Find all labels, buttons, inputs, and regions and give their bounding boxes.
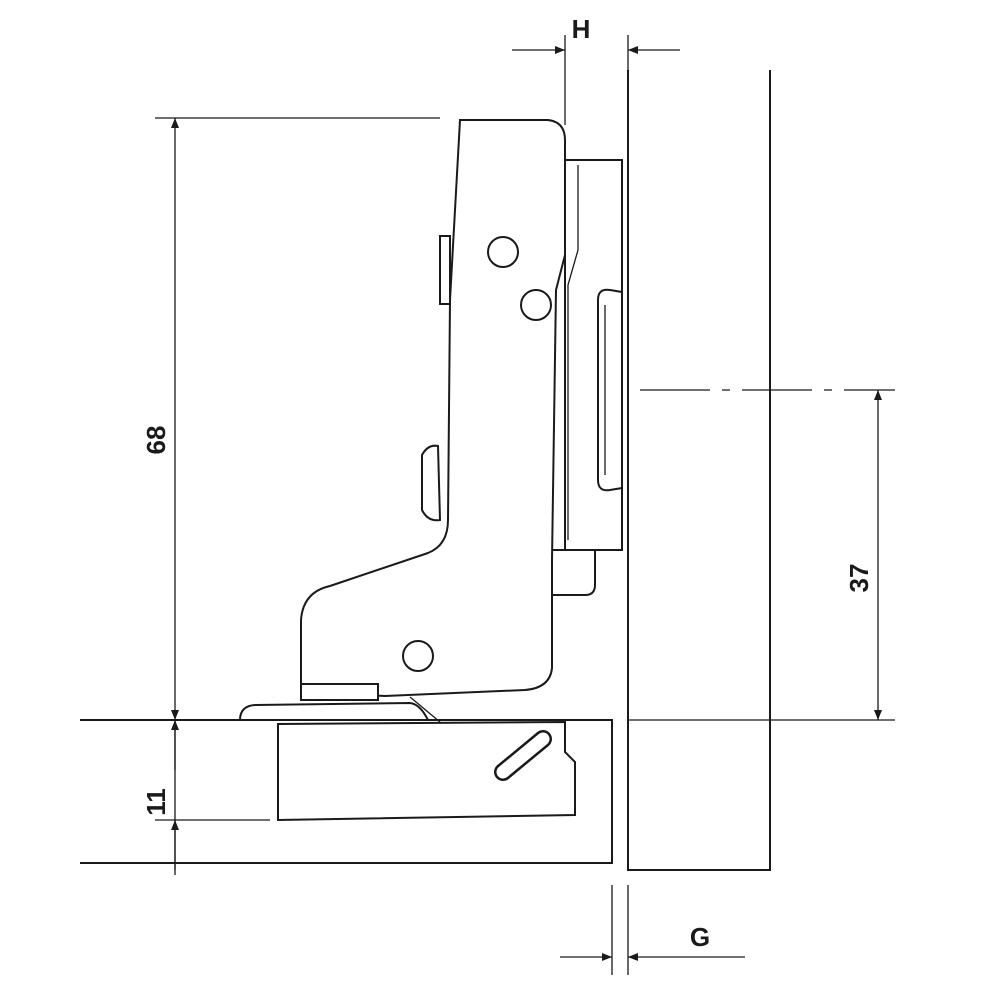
dimension-label-g: G [690,922,710,952]
dimension-label-h: H [572,14,591,44]
dimension-37: 37 [844,390,882,720]
rivet-icon [402,640,434,672]
rivet-icon [520,289,552,321]
dimension-label-11: 11 [141,788,171,816]
dimension-h: H [512,14,680,125]
rivet-icon [487,236,519,268]
mounting-plate [551,159,623,596]
dimension-11: 11 [141,720,270,875]
dimension-label-37: 37 [844,564,874,593]
dimension-label-68: 68 [141,426,171,455]
hinge-cup [238,701,576,822]
dimension-g: G [560,885,745,975]
dimension-68: 68 [141,117,440,720]
cabinet-side-panel [627,70,771,871]
hinge-arm [300,119,566,723]
